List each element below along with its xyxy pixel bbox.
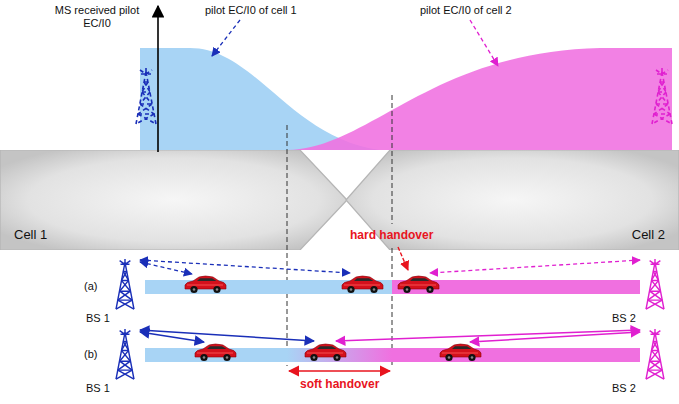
pointer-arrow <box>398 247 408 270</box>
curve-label: pilot EC/I0 of cell 2 <box>420 4 512 17</box>
threshold-line <box>287 125 288 366</box>
tower-symbol <box>136 68 156 124</box>
car-icon <box>342 276 383 293</box>
tower-symbol <box>652 68 672 124</box>
coverage-band <box>392 348 640 362</box>
station-label: BS 1 <box>86 312 110 325</box>
radio-link <box>470 332 640 342</box>
tower-symbol <box>646 259 664 309</box>
pilot-curve-cell1 <box>140 48 380 150</box>
range-arrow <box>289 370 390 372</box>
station-label: BS 2 <box>612 382 636 395</box>
axis-line <box>157 6 159 152</box>
radio-link <box>430 260 640 273</box>
cell-outline <box>0 150 347 250</box>
tower-symbol <box>116 259 134 309</box>
car-icon <box>195 344 236 361</box>
radio-link <box>140 262 192 274</box>
car-icon <box>305 344 346 361</box>
station-label: BS 2 <box>612 312 636 325</box>
car-icon <box>398 276 439 293</box>
pointer-arrow <box>212 20 240 56</box>
cell-name: Cell 2 <box>632 227 665 242</box>
pointer-arrow <box>470 20 498 66</box>
axis-label: MS received pilot EC/I0 <box>44 4 150 30</box>
car-icon <box>440 344 481 361</box>
row-label: (b) <box>84 348 97 361</box>
car-icon <box>185 276 226 293</box>
row-label: (a) <box>84 280 97 293</box>
handover-label: soft handover <box>300 377 379 391</box>
station-label: BS 1 <box>86 382 110 395</box>
radio-link <box>140 260 350 273</box>
radio-link <box>336 330 640 341</box>
tower-symbol <box>116 329 134 379</box>
cell-outline <box>0 150 347 250</box>
curve-label: pilot EC/I0 of cell 1 <box>205 4 297 17</box>
cell-outline <box>346 150 679 250</box>
cell-hexagon: Cell 1 <box>0 150 347 250</box>
cell-name: Cell 1 <box>14 227 47 242</box>
tower-symbol <box>646 329 664 379</box>
handover-label: hard handover <box>350 228 433 242</box>
pilot-curve-cell2 <box>288 48 672 150</box>
radio-link <box>140 330 314 341</box>
threshold-line <box>392 95 393 224</box>
